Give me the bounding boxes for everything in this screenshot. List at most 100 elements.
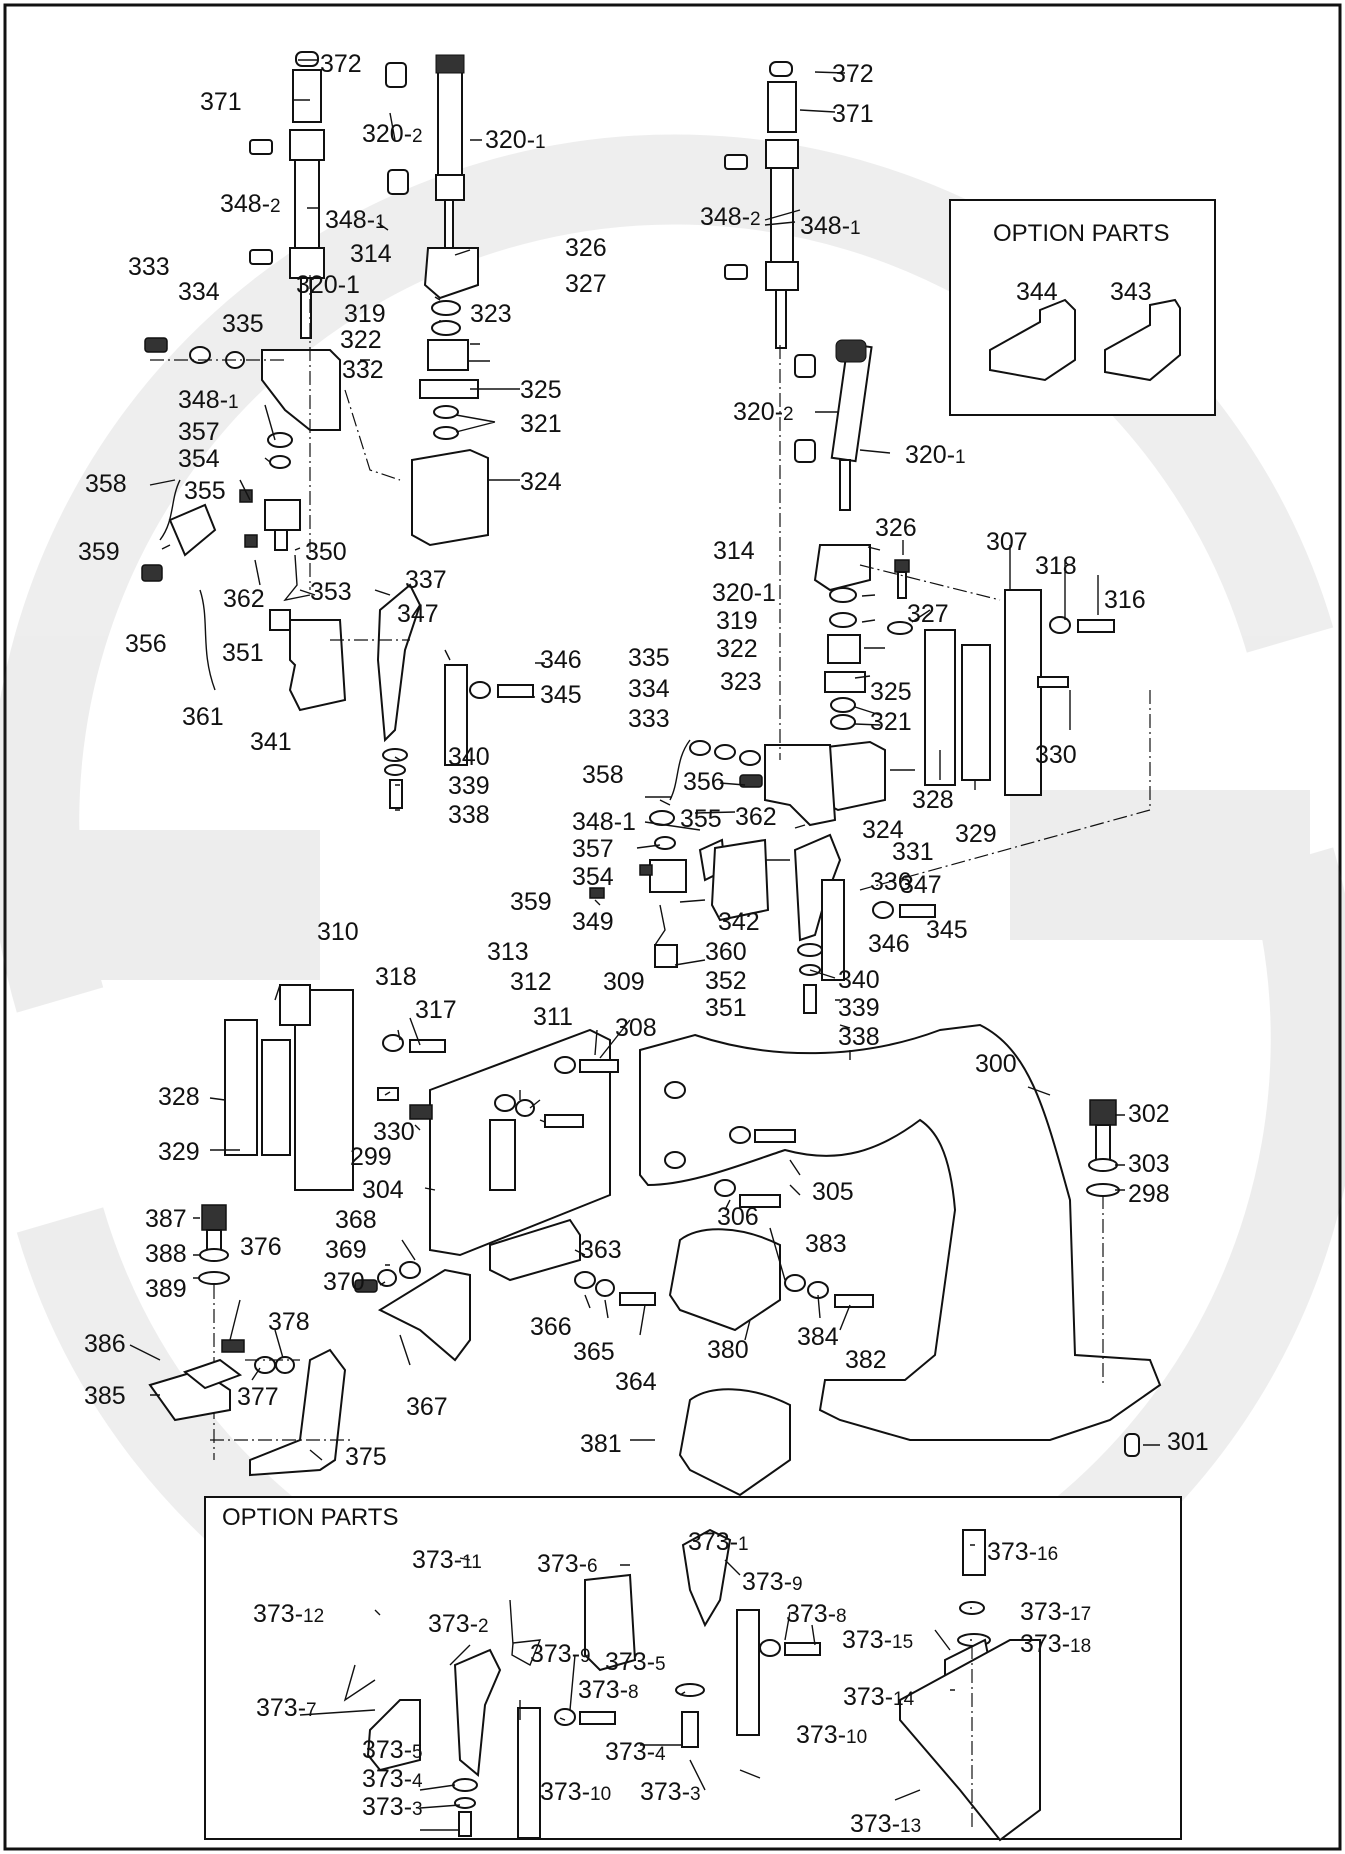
part-number-label: 347 (900, 871, 942, 899)
left-cylinder-assembly (141, 51, 534, 809)
part-number-label: 300 (975, 1050, 1017, 1078)
part-number-label: 298 (1128, 1180, 1170, 1208)
part-number-label: 303 (1128, 1150, 1170, 1178)
part-number-label: 351 (705, 994, 747, 1022)
part-number-label: 317 (415, 996, 457, 1024)
leader-lines (129, 59, 1160, 1831)
part-number-label: 339 (838, 994, 880, 1022)
part-number-label: 359 (78, 538, 120, 566)
part-number-label: 373-9 (530, 1640, 591, 1668)
part-number-label: 373-2 (428, 1610, 489, 1638)
part-number-label: 338 (448, 801, 490, 829)
part-number-label: 373-8 (578, 1676, 639, 1704)
part-number-label: 380 (707, 1336, 749, 1364)
part-number-label: 372 (832, 60, 874, 88)
part-number-label: 358 (85, 470, 127, 498)
part-number-label: 345 (540, 681, 582, 709)
part-number-label: 329 (158, 1138, 200, 1166)
part-number-label: 322 (716, 635, 758, 663)
part-number-label: 373-9 (742, 1568, 803, 1596)
part-number-label: 340 (448, 743, 490, 771)
part-number-label: 372 (320, 50, 362, 78)
part-number-label: 333 (628, 705, 670, 733)
part-number-label: 356 (125, 630, 167, 658)
part-number-label: 346 (868, 930, 910, 958)
part-number-label: 320-1 (485, 126, 546, 154)
part-number-label: 327 (565, 270, 607, 298)
part-number-label: 302 (1128, 1100, 1170, 1128)
part-number-label: 384 (797, 1323, 839, 1351)
part-number-label: 358 (582, 761, 624, 789)
part-number-label: 321 (520, 410, 562, 438)
part-number-label: 373-10 (796, 1721, 867, 1749)
part-number-label: 340 (838, 966, 880, 994)
part-number-label: 348-1 (178, 386, 239, 414)
part-number-label: 330 (373, 1118, 415, 1146)
part-number-label: 336 (870, 868, 912, 896)
part-number-label: 344 (1016, 278, 1058, 306)
part-number-label: 373-15 (842, 1626, 913, 1654)
part-number-label: 306 (717, 1203, 759, 1231)
part-number-label: 331 (892, 838, 934, 866)
part-number-label: 338 (838, 1023, 880, 1051)
part-number-label: 316 (1104, 586, 1146, 614)
part-number-label: 319 (344, 300, 386, 328)
part-number-label: 373-18 (1020, 1630, 1091, 1658)
part-number-label: 308 (615, 1014, 657, 1042)
part-number-label: 329 (955, 820, 997, 848)
part-number-label: 382 (845, 1346, 887, 1374)
part-number-label: 362 (735, 803, 777, 831)
part-number-label: 314 (713, 537, 755, 565)
part-number-label: 318 (375, 963, 417, 991)
part-number-label: 387 (145, 1205, 187, 1233)
part-number-label: 373-11 (412, 1546, 482, 1574)
part-number-label: 376 (240, 1233, 282, 1261)
part-number-label: 304 (362, 1176, 404, 1204)
part-number-label: 343 (1110, 278, 1152, 306)
part-number-label: 365 (573, 1338, 615, 1366)
part-number-label: 373-6 (537, 1550, 598, 1578)
part-number-label: 321 (870, 708, 912, 736)
part-number-label: 371 (200, 88, 242, 116)
part-number-label: 373-10 (540, 1778, 611, 1806)
part-number-label: 305 (812, 1178, 854, 1206)
part-number-label: 373-14 (843, 1683, 915, 1711)
part-number-label: 385 (84, 1382, 126, 1410)
part-number-label: 373-3 (640, 1778, 701, 1806)
part-number-label: 375 (345, 1443, 387, 1471)
part-number-label: 348-2 (700, 203, 761, 231)
part-number-label: 354 (572, 863, 614, 891)
part-number-label: 342 (718, 908, 760, 936)
part-number-label: 348-2 (220, 190, 281, 218)
part-number-label: 373-12 (253, 1600, 324, 1628)
part-number-label: 383 (805, 1230, 847, 1258)
right-cylinder-assembly (589, 61, 1151, 1014)
part-number-label: 320-2 (362, 120, 423, 148)
part-number-label: 381 (580, 1430, 622, 1458)
part-number-label: 310 (317, 918, 359, 946)
part-number-label: 318 (1035, 552, 1077, 580)
part-number-label: 348-1 (325, 206, 386, 234)
part-number-label: 373-16 (987, 1538, 1058, 1566)
part-number-label: 351 (222, 639, 264, 667)
part-number-label: 330 (1035, 741, 1077, 769)
part-number-label: 313 (487, 938, 529, 966)
part-number-label: 320-2 (733, 398, 794, 426)
option-parts-top-figures (989, 298, 1181, 382)
part-number-label: 314 (350, 240, 392, 268)
part-number-label: 373-3 (362, 1793, 423, 1821)
lower-base-assembly (148, 984, 1162, 1497)
part-number-label: 364 (615, 1368, 657, 1396)
part-number-label: 367 (406, 1393, 448, 1421)
part-number-label: 353 (310, 578, 352, 606)
part-number-label: 350 (305, 538, 347, 566)
option-parts-title-top: OPTION PARTS (993, 220, 1169, 247)
part-number-label: 349 (572, 908, 614, 936)
part-number-label: 320-1 (712, 579, 776, 607)
part-number-label: 341 (250, 728, 292, 756)
part-number-label: 363 (580, 1236, 622, 1264)
part-number-label: 337 (405, 566, 447, 594)
part-number-label: 339 (448, 772, 490, 800)
part-number-label: 369 (325, 1236, 367, 1264)
